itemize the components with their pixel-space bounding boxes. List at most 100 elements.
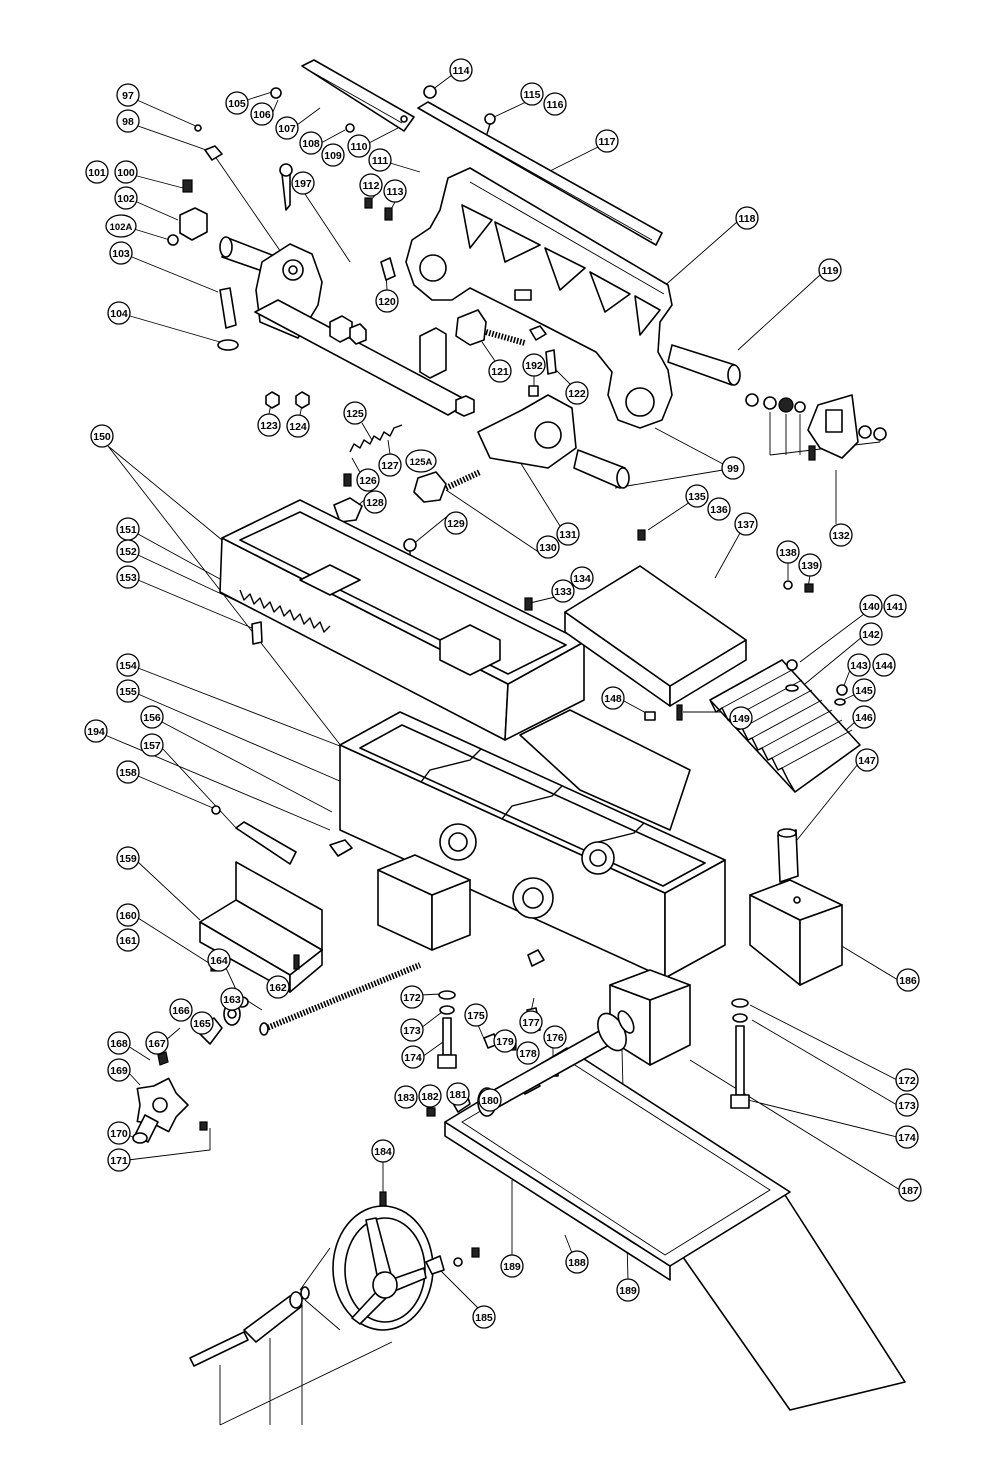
callout-102A: 102A <box>105 214 137 238</box>
sliding-table <box>219 499 585 741</box>
callout-167: 167 <box>145 1031 169 1055</box>
callout-188: 188 <box>565 1250 589 1274</box>
callout-number: 161 <box>119 935 137 947</box>
callout-number: 160 <box>119 910 137 922</box>
callout-number: 139 <box>801 560 819 572</box>
callout-148: 148 <box>601 686 625 710</box>
callout-number: 149 <box>732 713 750 725</box>
callout-number: 125A <box>410 457 433 468</box>
accessory-tray <box>199 861 323 993</box>
callout-circle <box>405 449 437 473</box>
callout-124: 124 <box>286 414 310 438</box>
callout-182: 182 <box>418 1084 442 1108</box>
callout-number: 156 <box>143 712 161 724</box>
callout-circle <box>519 1010 543 1034</box>
callout-circle <box>859 622 883 646</box>
callout-number: 141 <box>886 601 904 613</box>
callout-circle <box>359 173 383 197</box>
callout-number: 189 <box>619 1285 637 1297</box>
callout-circle <box>776 540 800 564</box>
callout-120: 120 <box>375 289 399 313</box>
callout-number: 188 <box>568 1257 586 1269</box>
callout-125: 125 <box>343 401 367 425</box>
callout-130: 130 <box>536 535 560 559</box>
callout-circle <box>116 846 140 870</box>
callout-circle <box>107 1031 131 1055</box>
callout-133: 133 <box>551 579 575 603</box>
right-bracket <box>413 385 630 503</box>
callout-circle <box>898 1178 922 1202</box>
callout-number: 155 <box>119 686 137 698</box>
callout-135: 135 <box>685 484 709 508</box>
callout-99: 99 <box>721 456 745 480</box>
callout-97: 97 <box>116 83 140 107</box>
chip-cover <box>564 529 747 707</box>
callout-157: 157 <box>140 733 164 757</box>
callout-circle <box>375 289 399 313</box>
callout-number: 146 <box>855 712 873 724</box>
callout-circle <box>394 1085 418 1109</box>
callout-number: 175 <box>467 1010 485 1022</box>
callout-number: 185 <box>475 1312 493 1324</box>
callout-number: 110 <box>351 141 368 153</box>
callout-189: 189 <box>500 1254 524 1278</box>
callout-169: 169 <box>107 1058 131 1082</box>
callout-circle <box>818 258 842 282</box>
callout-number: 183 <box>397 1092 415 1104</box>
callout-149: 149 <box>729 706 753 730</box>
callout-number: 163 <box>223 994 241 1006</box>
callout-circle <box>116 83 140 107</box>
callout-183: 183 <box>394 1085 418 1109</box>
callout-number: 144 <box>875 660 893 672</box>
callout-number: 108 <box>302 138 320 150</box>
callout-187: 187 <box>898 1178 922 1202</box>
callout-141: 141 <box>883 594 907 618</box>
callout-circle <box>190 1011 214 1035</box>
callout-circle <box>116 565 140 589</box>
callout-circle <box>383 179 407 203</box>
callout-number: 105 <box>228 98 246 110</box>
callout-number: 138 <box>779 547 797 559</box>
callout-194: 194 <box>84 719 108 743</box>
callout-circle <box>516 1041 540 1065</box>
callout-140: 140 <box>859 594 883 618</box>
callout-138: 138 <box>776 540 800 564</box>
callout-118: 118 <box>735 206 759 230</box>
callout-circle <box>472 1305 496 1329</box>
pivot-pin-right <box>667 344 741 386</box>
callout-circle <box>105 214 137 238</box>
callout-number: 99 <box>727 463 739 475</box>
callout-circle <box>478 1088 502 1112</box>
callout-114: 114 <box>449 58 473 82</box>
callout-circle <box>291 171 315 195</box>
callout-number: 154 <box>119 660 137 672</box>
nuts-and-spring <box>265 391 417 680</box>
callout-circle <box>114 186 138 210</box>
callout-142: 142 <box>859 622 883 646</box>
callout-179: 179 <box>493 1029 517 1053</box>
callout-circle <box>895 1093 919 1117</box>
callout-number: 173 <box>898 1100 916 1112</box>
callout-circle <box>685 484 709 508</box>
callout-circle <box>116 653 140 677</box>
callout-circle <box>400 1018 424 1042</box>
callout-number: 111 <box>372 155 389 167</box>
callout-circle <box>418 1084 442 1108</box>
callout-circle <box>570 566 594 590</box>
callout-circle <box>378 453 402 477</box>
callout-number: 136 <box>710 504 728 516</box>
callout-189: 189 <box>616 1278 640 1302</box>
callout-number: 129 <box>447 518 465 530</box>
bottom-table <box>444 1047 906 1411</box>
callout-number: 167 <box>148 1038 166 1050</box>
callout-circle <box>595 129 619 153</box>
callout-163: 163 <box>220 987 244 1011</box>
callout-circle <box>90 424 114 448</box>
callout-164: 164 <box>207 948 231 972</box>
callout-number: 182 <box>421 1091 439 1103</box>
callout-136: 136 <box>707 497 731 521</box>
callout-number: 173 <box>403 1025 421 1037</box>
callout-number: 189 <box>503 1261 521 1273</box>
callout-circle <box>543 92 567 116</box>
